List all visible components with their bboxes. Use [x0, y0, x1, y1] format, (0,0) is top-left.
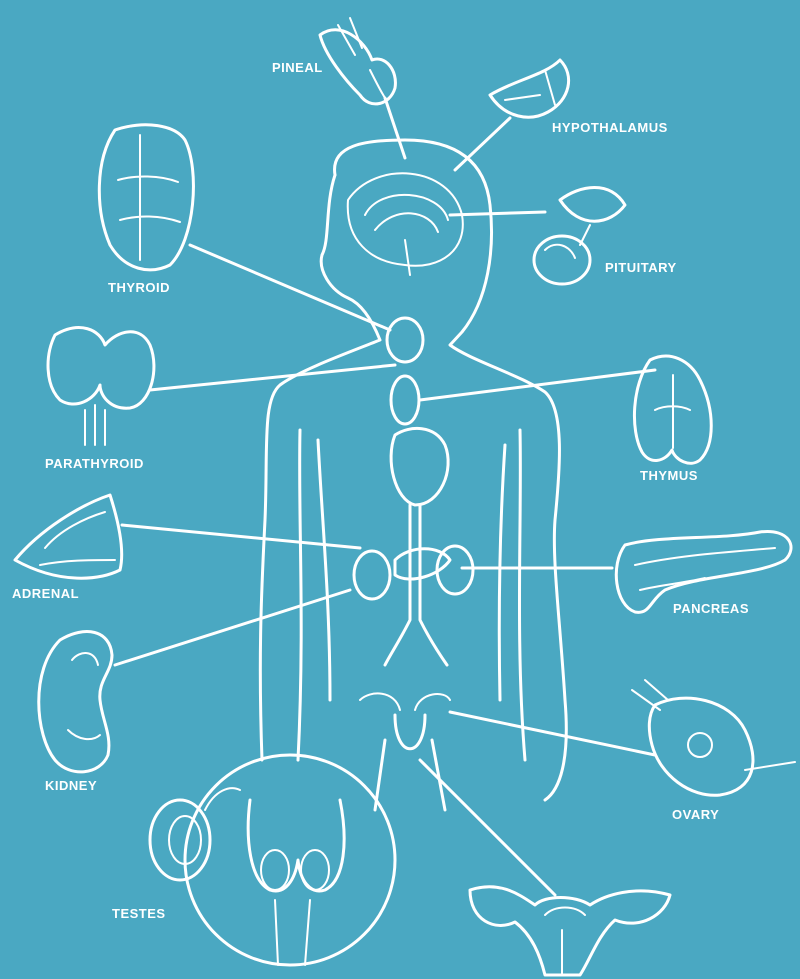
- label-pineal: PINEAL: [272, 60, 323, 75]
- label-parathyroid: PARATHYROID: [45, 456, 144, 471]
- label-adrenal: ADRENAL: [12, 586, 79, 601]
- label-thyroid: THYROID: [108, 280, 170, 295]
- label-ovary: OVARY: [672, 807, 719, 822]
- label-hypothalamus: HYPOTHALAMUS: [552, 120, 668, 135]
- label-thymus: THYMUS: [640, 468, 698, 483]
- label-kidney: KIDNEY: [45, 778, 97, 793]
- label-pancreas: PANCREAS: [673, 601, 749, 616]
- label-pituitary: PITUITARY: [605, 260, 677, 275]
- label-testes: TESTES: [112, 906, 166, 921]
